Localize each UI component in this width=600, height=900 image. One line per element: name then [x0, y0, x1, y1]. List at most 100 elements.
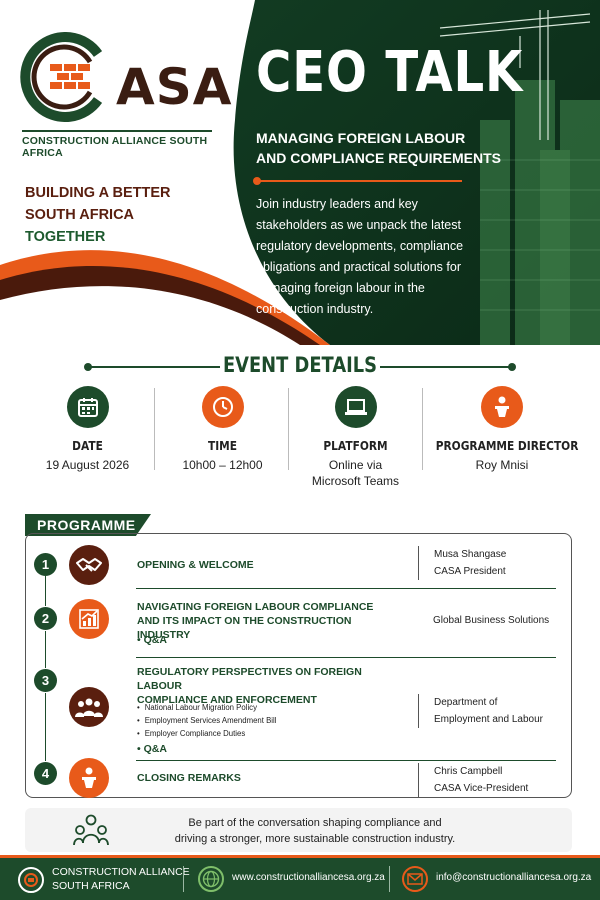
programme-divider: [136, 760, 556, 761]
callout-text: Be part of the conversation shaping comp…: [145, 815, 485, 847]
programme-title: OPENING & WELCOME: [137, 558, 407, 572]
laptop-icon: [334, 386, 377, 428]
handshake-icon: [69, 545, 109, 585]
detail-director-text: Roy Mnisi: [475, 458, 529, 472]
speaker-role: CASA President: [434, 566, 506, 577]
growth-chart-icon: [69, 599, 109, 639]
event-details: DATE 19 August 2026 TIME 10h00 – 12h00 P…: [20, 384, 580, 494]
programme-title-line: AND ITS IMPACT ON THE CONSTRUCTION INDUS…: [137, 615, 352, 641]
hero-background: [0, 0, 600, 345]
programme-number: 3: [34, 669, 57, 692]
programme-bullets: National Labour Migration Policy Employm…: [137, 701, 277, 740]
detail-platform-label: PLATFORM: [323, 438, 388, 453]
event-subtitle: MANAGING FOREIGN LABOUR AND COMPLIANCE R…: [256, 128, 516, 168]
event-subtitle-line-2: AND COMPLIANCE REQUIREMENTS: [256, 150, 502, 166]
event-description: Join industry leaders and key stakeholde…: [256, 197, 464, 316]
hero-header: ASA CONSTRUCTION ALLIANCE SOUTH AFRICA B…: [0, 0, 600, 345]
footer-logo-icon: [18, 867, 44, 893]
tagline-line-3: TOGETHER: [25, 229, 106, 245]
programme-heading: PROGRAMME: [25, 514, 151, 536]
detail-director-value: Roy Mnisi: [424, 457, 580, 473]
footer-accent-line: [0, 855, 600, 858]
detail-platform-line-2: Microsoft Teams: [311, 474, 400, 488]
speaker-name: Musa Shangase: [434, 549, 507, 560]
programme-connector: [45, 631, 46, 668]
heading-line-left: [88, 366, 220, 368]
programme-divider: [136, 657, 556, 658]
detail-programme-director: PROGRAMME DIRECTOR Roy Mnisi: [424, 384, 580, 494]
programme-connector: [45, 576, 46, 606]
programme-speaker: Chris Campbell CASA Vice-President: [418, 763, 568, 797]
programme-speaker: Musa Shangase CASA President: [418, 546, 568, 580]
detail-platform-line-1: Online via: [328, 458, 383, 472]
tagline-line-2: SOUTH AFRICA: [25, 207, 135, 223]
footer-org-name: CONSTRUCTION ALLIANCE SOUTH AFRICA: [52, 865, 190, 893]
programme-title-line: REGULATORY PERSPECTIVES ON FOREIGN LABOU…: [137, 666, 362, 692]
programme-divider: [136, 588, 556, 589]
footer-separator: [389, 866, 390, 892]
programme-box: 1 OPENING & WELCOME Musa Shangase CASA P…: [25, 533, 572, 798]
bullet-item: Employer Compliance Duties: [137, 727, 276, 740]
logo-subtitle: CONSTRUCTION ALLIANCE SOUTH AFRICA: [22, 130, 212, 159]
programme-qa: • Q&A: [137, 743, 167, 755]
globe-icon: [198, 866, 224, 892]
detail-time: TIME 10h00 – 12h00: [155, 384, 290, 494]
heading-line-right: [380, 366, 512, 368]
detail-time-text: 10h00 – 12h00: [182, 458, 263, 472]
programme-title-line: NAVIGATING FOREIGN LABOUR COMPLIANCE: [137, 601, 374, 613]
callout-line-2: driving a stronger, more sustainable con…: [174, 833, 456, 845]
speaker-name: Department of: [434, 697, 498, 708]
programme-speaker: Global Business Solutions: [418, 612, 568, 629]
callout-line-1: Be part of the conversation shaping comp…: [188, 817, 442, 829]
programme-title-line: OPENING & WELCOME: [137, 559, 254, 571]
logo-c-mark-icon: [20, 32, 103, 122]
event-details-heading-wrap: EVENT DETAILS: [84, 353, 516, 381]
event-details-heading: EVENT DETAILS: [222, 353, 378, 377]
speaker-name: Chris Campbell: [434, 766, 503, 777]
event-subtitle-line-1: MANAGING FOREIGN LABOUR: [256, 130, 466, 146]
footer-org-line-1: CONSTRUCTION ALLIANCE: [52, 866, 190, 878]
programme-qa: • Q&A: [137, 634, 167, 646]
callout-banner: Be part of the conversation shaping comp…: [25, 808, 572, 852]
detail-separator: [288, 388, 289, 470]
bullet-item: National Labour Migration Policy: [137, 701, 276, 714]
programme-speaker: Department of Employment and Labour: [418, 694, 568, 728]
detail-separator: [154, 388, 155, 470]
event-title: CEO TALK: [256, 40, 524, 105]
detail-platform: PLATFORM Online via Microsoft Teams: [288, 384, 423, 494]
detail-date-label: DATE: [72, 438, 103, 453]
casa-logo: ASA: [20, 32, 231, 142]
programme-number: 4: [34, 762, 57, 785]
speaker-name: Global Business Solutions: [433, 615, 550, 626]
tagline: BUILDING A BETTER SOUTH AFRICA TOGETHER: [25, 182, 175, 248]
footer: CONSTRUCTION ALLIANCE SOUTH AFRICA www.c…: [0, 858, 600, 900]
footer-email-link[interactable]: info@constructionalliancesa.org.za: [436, 872, 592, 883]
detail-platform-value: Online via Microsoft Teams: [288, 457, 423, 489]
detail-date-value: 19 August 2026: [20, 457, 155, 473]
footer-website-link[interactable]: www.constructionalliancesa.org.za: [232, 872, 385, 883]
detail-director-label: PROGRAMME DIRECTOR: [435, 438, 579, 453]
footer-separator: [183, 866, 184, 892]
detail-date: DATE 19 August 2026: [20, 384, 155, 494]
calendar-icon: [66, 386, 109, 428]
detail-time-label: TIME: [207, 438, 238, 453]
bullet-item: Employment Services Amendment Bill: [137, 714, 277, 727]
clock-icon: [201, 386, 244, 428]
community-icon: [73, 814, 109, 846]
detail-time-value: 10h00 – 12h00: [155, 457, 290, 473]
speaker-podium-icon: [481, 386, 523, 428]
tagline-line-1: BUILDING A BETTER: [25, 185, 171, 201]
detail-separator: [422, 388, 423, 470]
crane-graphic: [439, 10, 591, 140]
speaker-podium-icon: [69, 758, 109, 798]
programme-connector: [45, 693, 46, 761]
programme-title: CLOSING REMARKS: [137, 771, 407, 785]
heading-dot-right: [508, 363, 516, 371]
programme-title: NAVIGATING FOREIGN LABOUR COMPLIANCE AND…: [137, 600, 407, 642]
programme-number: 1: [34, 553, 57, 576]
people-group-icon: [69, 687, 109, 727]
footer-org-line-2: SOUTH AFRICA: [52, 880, 130, 892]
title-divider: [253, 177, 462, 185]
speaker-role: CASA Vice-President: [434, 783, 529, 794]
logo-wordmark: ASA: [116, 58, 233, 116]
